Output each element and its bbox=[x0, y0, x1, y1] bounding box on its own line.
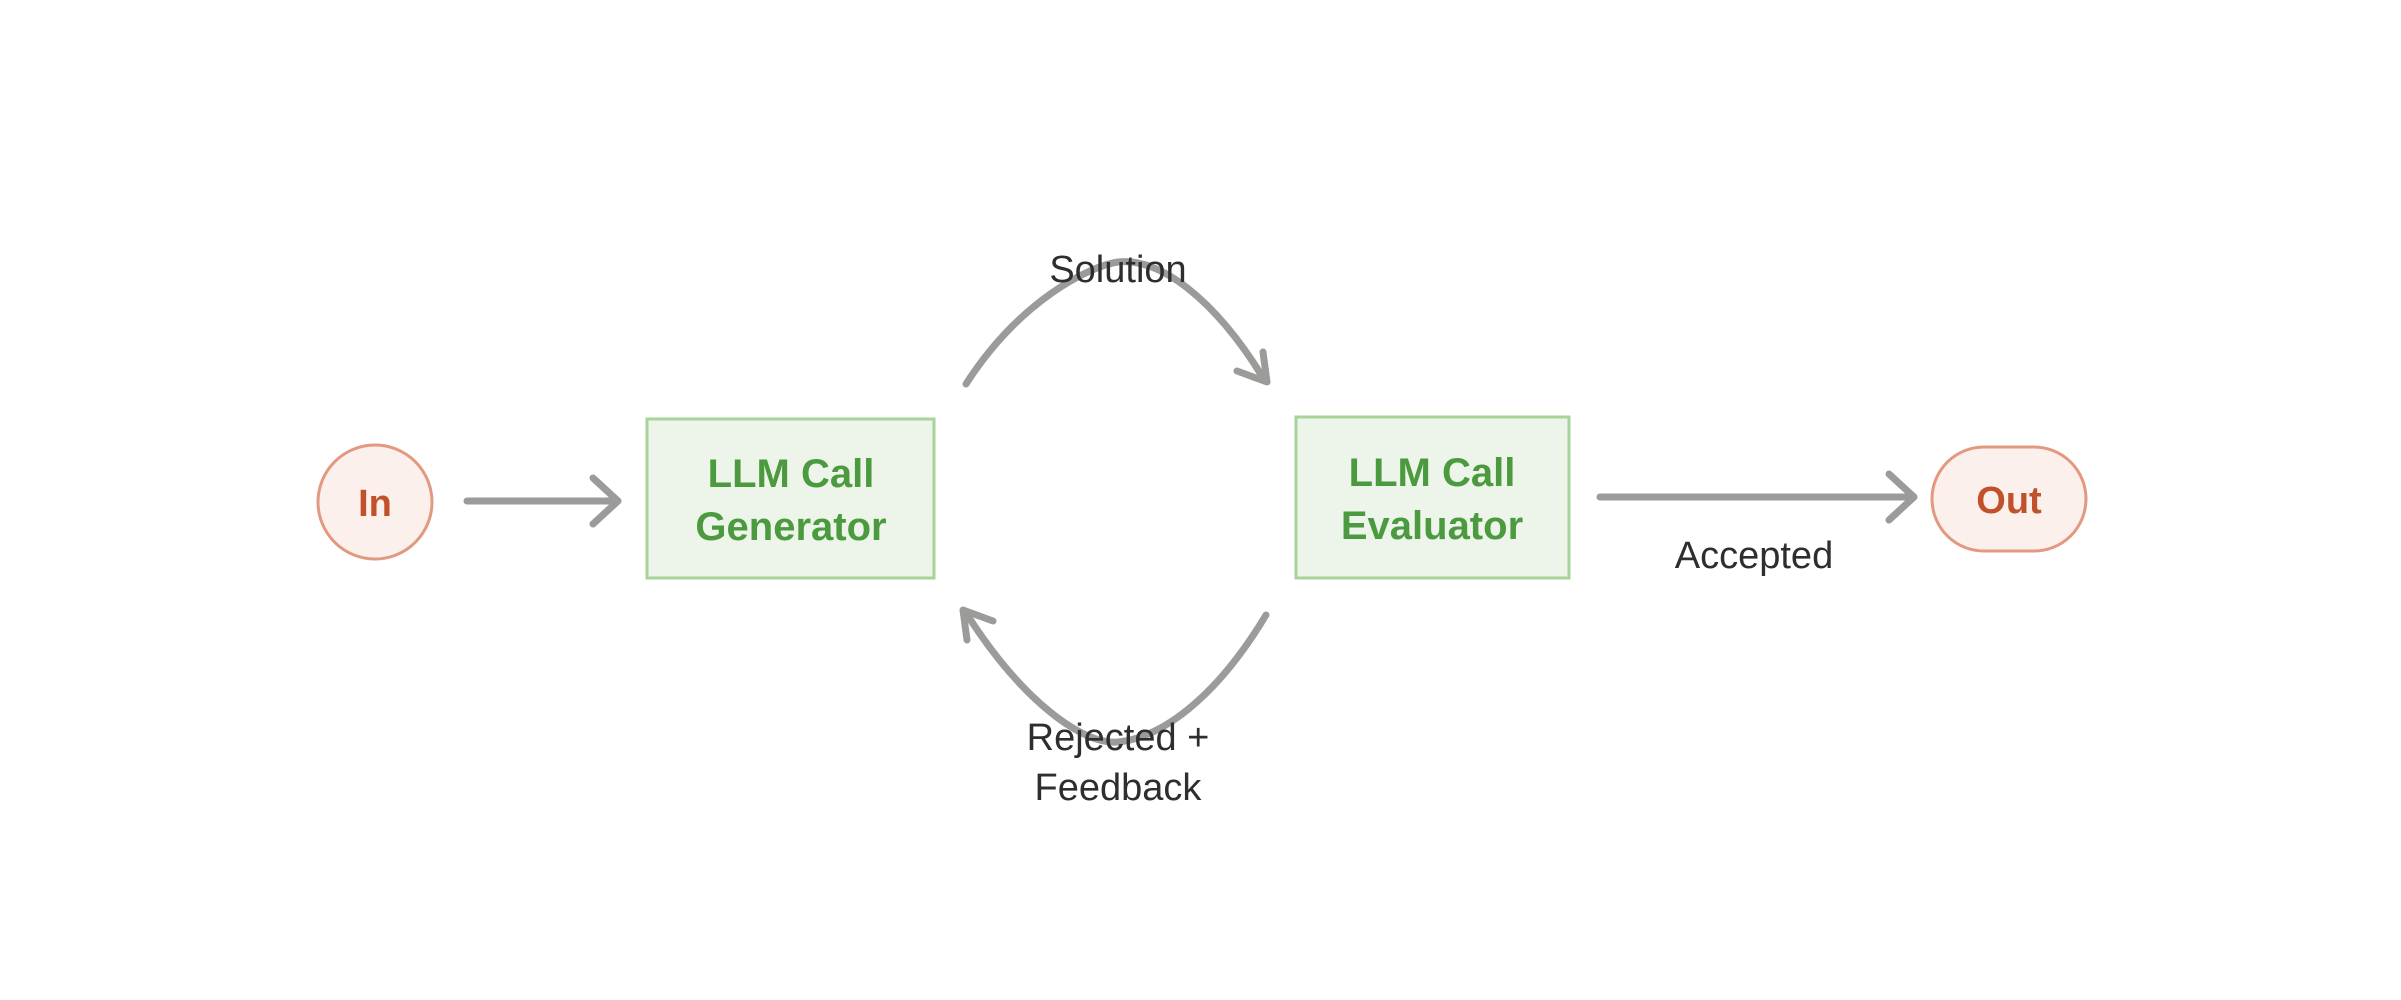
edge-evaluator-to-out: Accepted bbox=[1596, 470, 1918, 577]
node-generator-label-line1: LLM Call bbox=[708, 452, 875, 496]
edge-label-rejected-line1: Rejected + bbox=[1027, 717, 1210, 759]
edge-evaluator-to-generator: Rejected + Feedback bbox=[959, 606, 1270, 809]
edge-evaluator-to-generator-arrowhead-icon bbox=[959, 606, 997, 644]
node-evaluator-label-line1: LLM Call bbox=[1349, 451, 1516, 495]
edge-evaluator-to-generator-curve bbox=[964, 611, 1270, 746]
edge-label-rejected-line2: Feedback bbox=[1035, 767, 1203, 809]
node-evaluator[interactable]: LLM Call Evaluator bbox=[1294, 415, 1571, 580]
node-in-shape[interactable] bbox=[316, 443, 434, 561]
node-out[interactable]: Out bbox=[1930, 445, 2088, 553]
node-evaluator-label-line2: Evaluator bbox=[1341, 504, 1523, 548]
node-out-label: Out bbox=[1976, 480, 2042, 522]
node-evaluator-shape[interactable] bbox=[1294, 415, 1571, 580]
edge-generator-to-evaluator: Solution bbox=[962, 249, 1271, 388]
node-generator-shape[interactable] bbox=[645, 417, 936, 580]
node-generator[interactable]: LLM Call Generator bbox=[645, 417, 936, 580]
edge-generator-to-evaluator-arrowhead-icon bbox=[1233, 348, 1271, 386]
edge-evaluator-to-out-arrowhead-icon bbox=[1885, 470, 1918, 524]
node-in-label: In bbox=[358, 483, 392, 525]
node-generator-label-line2: Generator bbox=[695, 505, 886, 549]
edge-label-solution: Solution bbox=[1049, 249, 1186, 291]
edge-generator-to-evaluator-curve bbox=[962, 258, 1266, 388]
edge-in-to-generator-arrowhead-icon bbox=[589, 474, 622, 528]
edge-label-accepted: Accepted bbox=[1675, 535, 1833, 577]
edge-in-to-generator bbox=[463, 474, 622, 528]
node-in[interactable]: In bbox=[316, 443, 434, 561]
node-out-shape[interactable] bbox=[1930, 445, 2088, 553]
